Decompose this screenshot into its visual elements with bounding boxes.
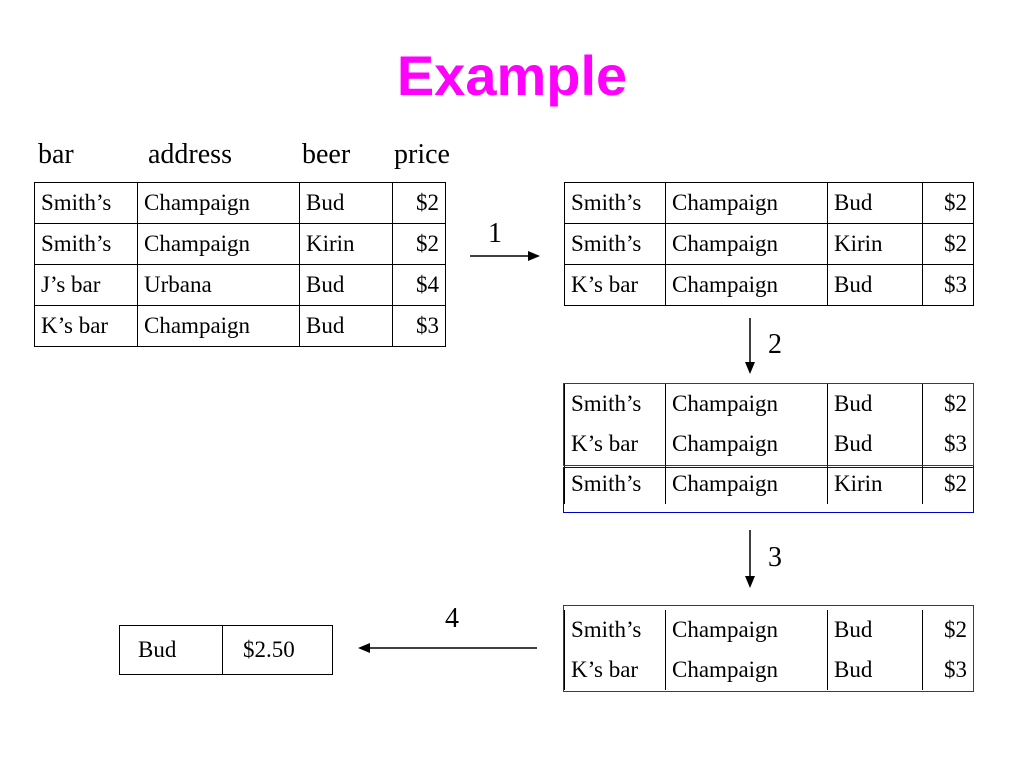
cell-beer: Bud: [299, 264, 393, 306]
header-address: address: [148, 139, 232, 170]
header-price: price: [394, 139, 450, 170]
input-table: Smith’s Champaign Bud $2 Smith’s Champai…: [34, 182, 446, 347]
step-label-4: 4: [445, 603, 459, 634]
step3-table: Smith’s Champaign Bud $2 K’s bar Champai…: [564, 610, 974, 690]
cell-price: $4: [392, 264, 446, 306]
table-row: Smith’s Champaign Bud $2: [564, 384, 974, 424]
cell-address: Champaign: [665, 610, 828, 650]
cell-beer: Kirin: [299, 223, 393, 265]
arrow-step-1: [470, 251, 540, 261]
table-row: J’s bar Urbana Bud $4: [34, 264, 446, 306]
header-bar: bar: [38, 139, 74, 170]
table-row: Smith’s Champaign Bud $2: [564, 610, 974, 650]
page-title: Example: [396, 44, 628, 107]
cell-address: Champaign: [665, 464, 828, 504]
cell-address: Champaign: [665, 384, 828, 424]
table-row: K’s bar Champaign Bud $3: [34, 305, 446, 347]
table-row: Smith’s Champaign Bud $2: [564, 182, 974, 224]
cell-address: Urbana: [137, 264, 300, 306]
table-row: Smith’s Champaign Kirin $2: [34, 223, 446, 265]
table-row: Bud $2.50: [119, 625, 333, 675]
cell-bar: J’s bar: [34, 264, 138, 306]
cell-price: $2: [922, 384, 974, 424]
table-row: K’s bar Champaign Bud $3: [564, 424, 974, 464]
cell-price: $2: [392, 223, 446, 265]
cell-bar: Smith’s: [564, 610, 666, 650]
cell-address: Champaign: [137, 223, 300, 265]
cell-bar: Smith’s: [34, 223, 138, 265]
cell-price: $2: [922, 610, 974, 650]
cell-beer: Bud: [827, 610, 923, 650]
cell-price: $3: [922, 264, 974, 306]
step-label-1: 1: [488, 218, 502, 249]
cell-bar: Smith’s: [34, 182, 138, 224]
cell-address: Champaign: [665, 182, 828, 224]
step-label-2: 2: [768, 329, 782, 360]
arrow-step-2: [745, 318, 755, 374]
cell-bar: Smith’s: [564, 182, 666, 224]
cell-beer: Bud: [299, 305, 393, 347]
table-row: K’s bar Champaign Bud $3: [564, 650, 974, 690]
cell-bar: Smith’s: [564, 384, 666, 424]
cell-price: $2: [922, 182, 974, 224]
cell-avg-price: $2.50: [222, 625, 333, 675]
cell-beer: Bud: [119, 625, 223, 675]
cell-price: $3: [922, 650, 974, 690]
cell-bar: Smith’s: [564, 464, 666, 504]
cell-bar: K’s bar: [34, 305, 138, 347]
cell-beer: Kirin: [827, 223, 923, 265]
step-label-3: 3: [768, 542, 782, 573]
step1-table: Smith’s Champaign Bud $2 Smith’s Champai…: [564, 182, 974, 306]
cell-beer: Bud: [827, 264, 923, 306]
cell-bar: Smith’s: [564, 223, 666, 265]
arrow-step-3: [745, 530, 755, 588]
cell-beer: Kirin: [827, 464, 923, 504]
cell-price: $2: [922, 464, 974, 504]
cell-bar: K’s bar: [564, 264, 666, 306]
cell-price: $3: [922, 424, 974, 464]
table-row: Smith’s Champaign Kirin $2: [564, 464, 974, 504]
cell-address: Champaign: [665, 650, 828, 690]
cell-address: Champaign: [665, 424, 828, 464]
cell-beer: Bud: [827, 650, 923, 690]
cell-address: Champaign: [665, 264, 828, 306]
arrow-step-4: [358, 643, 537, 653]
step2-table: Smith’s Champaign Bud $2 K’s bar Champai…: [564, 384, 974, 504]
result-table: Bud $2.50: [119, 625, 333, 675]
header-beer: beer: [302, 139, 351, 170]
cell-bar: K’s bar: [564, 424, 666, 464]
table-row: K’s bar Champaign Bud $3: [564, 264, 974, 306]
cell-bar: K’s bar: [564, 650, 666, 690]
cell-price: $3: [392, 305, 446, 347]
cell-address: Champaign: [137, 305, 300, 347]
cell-beer: Bud: [827, 424, 923, 464]
